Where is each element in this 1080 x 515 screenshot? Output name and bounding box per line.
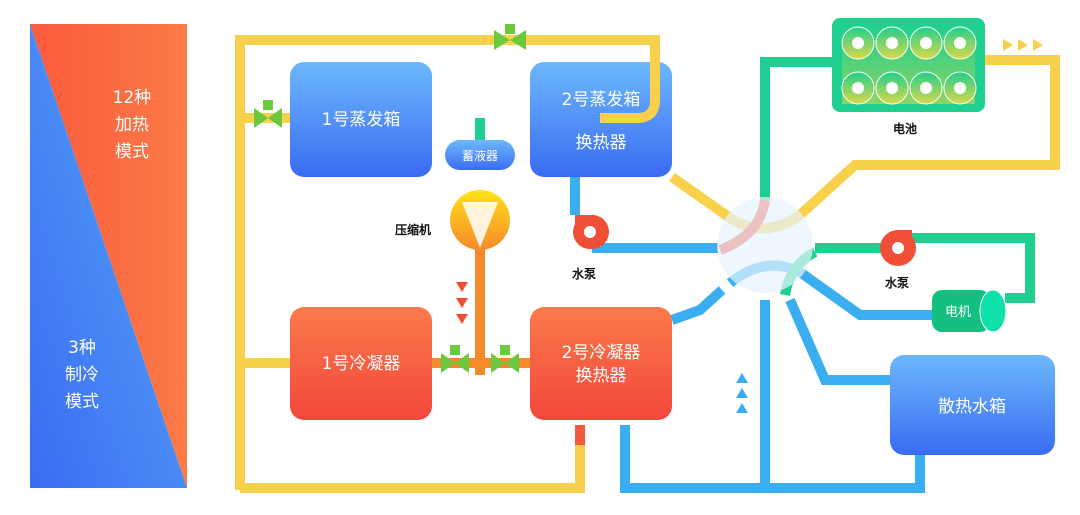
heating-mode-line3: 模式 <box>115 142 149 162</box>
radiator: 散热水箱 <box>890 355 1055 455</box>
valve-condenser2[interactable] <box>491 345 519 373</box>
evaporator-1: 1号蒸发箱 <box>290 62 432 177</box>
cooling-mode-line1: 3种 <box>68 338 96 358</box>
mode-panel: 12种 加热 模式 3种 制冷 模式 <box>30 24 187 488</box>
condenser1-label: 1号冷凝器 <box>322 354 401 374</box>
condenser2-label-line1: 2号冷凝器 <box>562 343 641 363</box>
pump-left: 水泵 <box>572 214 609 281</box>
cooling-mode-line2: 制冷 <box>65 365 99 385</box>
evaporator-2: 2号蒸发箱 换热器 <box>530 62 672 177</box>
motor-label: 电机 <box>945 305 971 320</box>
battery-label: 电池 <box>893 121 917 136</box>
valve-top[interactable] <box>494 24 526 50</box>
accumulator: 蓄液器 <box>445 140 515 170</box>
condenser-2: 2号冷凝器 换热器 <box>530 307 672 420</box>
motor-green-pipe <box>815 233 1035 303</box>
bottom-coolant-pipe <box>620 300 925 493</box>
heating-mode-line2: 加热 <box>115 115 149 135</box>
evaporator1-label: 1号蒸发箱 <box>322 110 401 130</box>
battery: 电池 <box>832 18 985 136</box>
pump-left-label: 水泵 <box>572 266 596 281</box>
accumulator-label: 蓄液器 <box>462 148 498 163</box>
valve-condenser1[interactable] <box>441 345 469 373</box>
evaporator2-label-line2: 换热器 <box>576 133 627 153</box>
multiway-valve-hub <box>717 197 813 293</box>
pump-right-label: 水泵 <box>885 275 909 290</box>
condenser2-coolant-pipe <box>670 286 726 325</box>
evaporator2-label-line1: 2号蒸发箱 <box>562 90 641 110</box>
cooling-mode-line3: 模式 <box>65 392 99 412</box>
motor: 电机 <box>932 289 1007 333</box>
bottom-return-pipe <box>240 425 585 493</box>
compressor-label: 压缩机 <box>395 222 431 237</box>
radiator-inlet-pipe <box>785 297 890 385</box>
battery-green-pipe <box>760 57 832 200</box>
valves <box>254 24 526 373</box>
heating-mode-line1: 12种 <box>113 88 152 108</box>
flow-arrows-down <box>456 282 468 324</box>
condenser2-label-line2: 换热器 <box>576 366 627 386</box>
radiator-label: 散热水箱 <box>938 397 1006 417</box>
compressor: 压缩机 <box>395 190 510 250</box>
valve-left[interactable] <box>254 100 282 128</box>
flow-arrows-right <box>1003 39 1043 51</box>
pump-right: 水泵 <box>880 230 916 290</box>
condenser-1: 1号冷凝器 <box>290 307 432 420</box>
evaporator2-inner-pipe <box>600 62 660 123</box>
cooling-triangle <box>30 24 187 488</box>
flow-arrows-up <box>736 373 748 413</box>
